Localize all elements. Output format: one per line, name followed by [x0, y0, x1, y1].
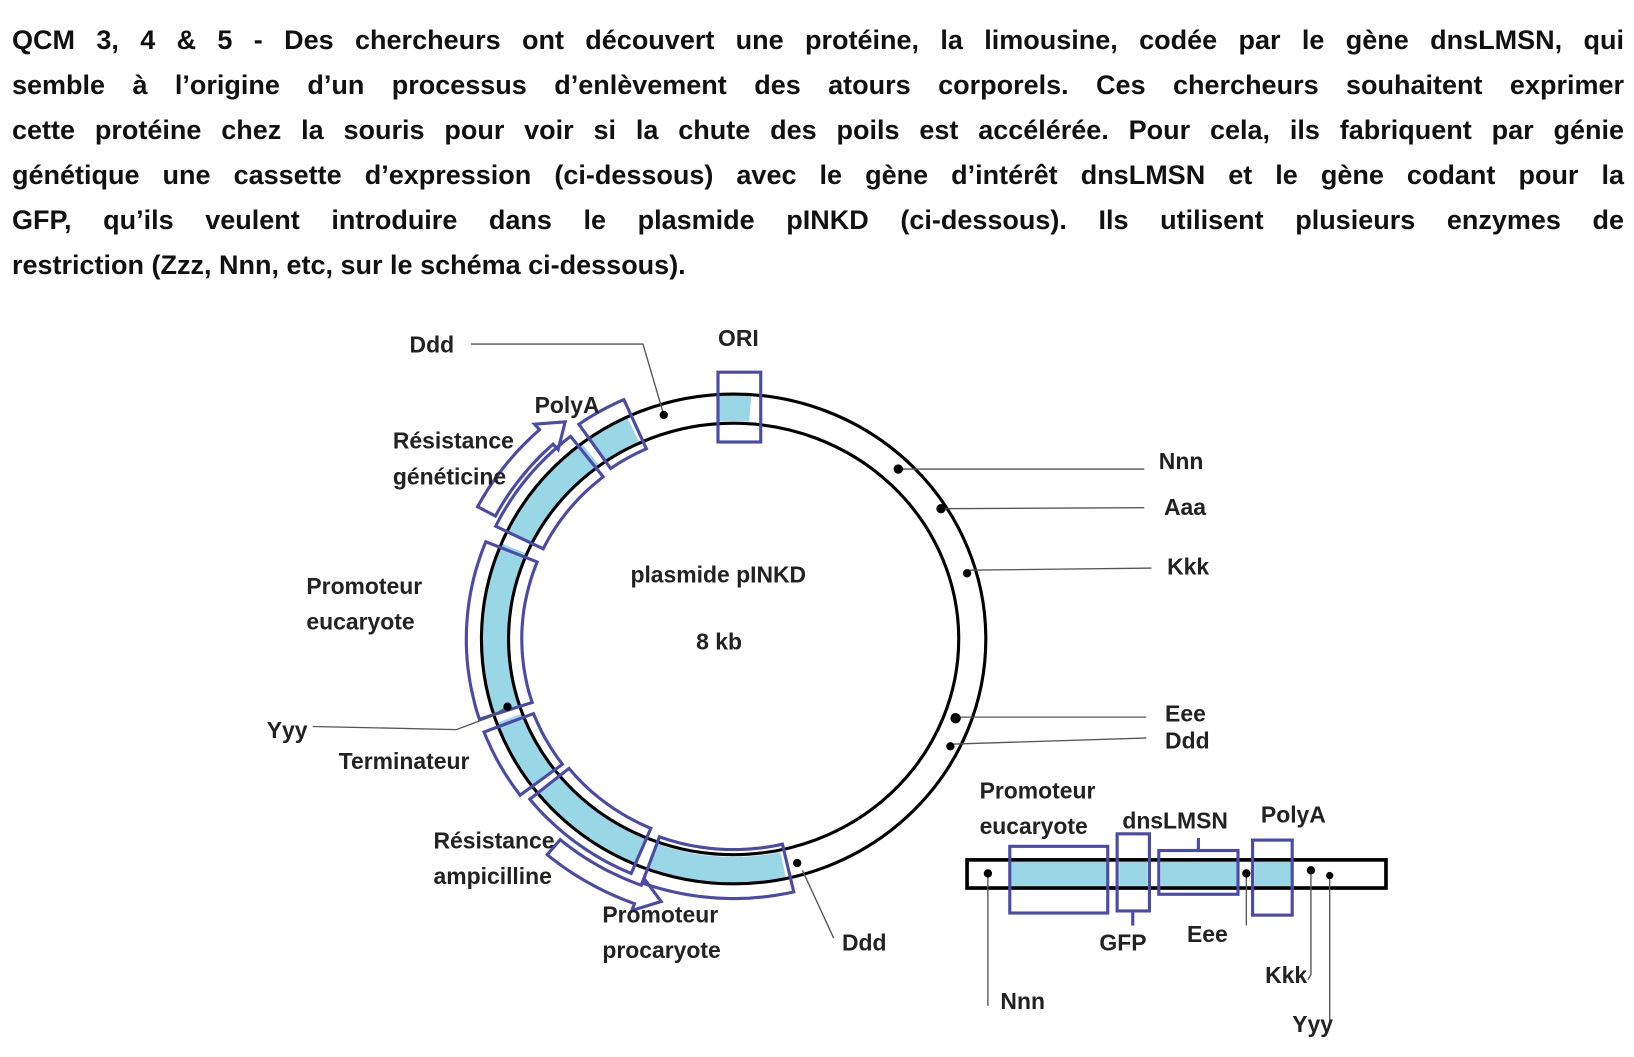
site-nnn-dot	[893, 464, 903, 474]
question-line: semble à l’origine d’un processus d’enlè…	[12, 70, 1624, 100]
question-line: GFP, qu’ils veulent introduire dans le p…	[12, 205, 1624, 235]
site-kkk-dot	[962, 569, 972, 578]
question-line: QCM 3, 4 & 5 - Des chercheurs ont découv…	[12, 25, 1624, 55]
cassette-dnslmsn-label: dnsLMSN	[1122, 808, 1228, 834]
site-aaa-dot	[936, 504, 946, 514]
ori-segment	[716, 394, 752, 422]
site-yyy-dot	[503, 702, 512, 711]
cassette-polya-fill	[1254, 861, 1292, 886]
plasmid-segments	[481, 394, 787, 884]
cassette-site-nnn-dot	[983, 869, 993, 878]
site-ddd-bottom-label: Ddd	[842, 930, 887, 956]
question-text: QCM 3, 4 & 5 - Des chercheurs ont découv…	[12, 18, 1624, 288]
site-ddd-right-dot	[946, 742, 955, 751]
element-segment	[496, 713, 555, 787]
element-segment	[647, 843, 787, 884]
resistance-ampicilline-box	[527, 766, 653, 876]
promoteur-procaryote-label: procaryote	[602, 937, 720, 963]
promoteur-eucaryote-box	[464, 539, 540, 722]
cassette-promoteur-label: eucaryote	[980, 813, 1088, 839]
site-ddd-bottom-dot	[793, 858, 802, 868]
terminateur-box	[481, 711, 565, 798]
resistance-geneticine-label: généticine	[393, 464, 506, 490]
resistance-ampicilline-label: ampicilline	[434, 863, 552, 889]
site-ddd-right-label: Ddd	[1165, 727, 1210, 753]
expression-cassette: Promoteur eucaryote dnsLMSN PolyA GFP Ee…	[965, 777, 1388, 1037]
plasmid-element-boxes	[464, 397, 796, 913]
ori-box	[716, 370, 763, 444]
site-eee-dot	[950, 712, 961, 724]
cassette-promoteur-fill	[1010, 861, 1107, 886]
resistance-geneticine-box	[493, 434, 606, 551]
cassette-promoteur-label: Promoteur	[980, 777, 1096, 803]
cassette-gfp-fill	[1119, 861, 1148, 886]
element-segment	[537, 776, 646, 865]
geneticine-direction-arrow-icon	[475, 420, 568, 519]
terminateur-label: Terminateur	[339, 748, 470, 774]
site-ddd-top-label: Ddd	[410, 331, 455, 357]
promoteur-eucaryote-label: Promoteur	[306, 573, 422, 599]
cassette-gfp-label: GFP	[1099, 930, 1146, 956]
resistance-geneticine-label: Résistance	[393, 427, 514, 453]
promoteur-procaryote-label: Promoteur	[602, 901, 718, 927]
cassette-site-eee-dot	[1242, 869, 1251, 878]
cassette-site-eee-label: Eee	[1187, 921, 1228, 947]
cassette-dnslmsn-fill	[1160, 861, 1239, 886]
polya-box	[576, 397, 649, 471]
promoteur-procaryote-box	[640, 834, 796, 901]
cassette-site-kkk-label: Kkk	[1265, 962, 1307, 988]
plasmid-name: plasmide pINKD	[630, 562, 806, 588]
ampicilline-direction-arrow-icon	[544, 837, 664, 913]
plasmid-outer-circle	[479, 392, 988, 886]
cassette-polya-label: PolyA	[1261, 801, 1326, 827]
site-eee-label: Eee	[1165, 700, 1206, 726]
polya-label: PolyA	[535, 392, 600, 418]
cassette-promoteur-box	[1008, 844, 1110, 915]
element-segment	[506, 443, 599, 544]
cassette-polya-box	[1251, 838, 1294, 917]
site-nnn-label: Nnn	[1159, 448, 1204, 474]
plasmid-size: 8 kb	[696, 628, 742, 654]
resistance-ampicilline-label: Résistance	[434, 827, 555, 853]
plasmid-inner-circle	[506, 421, 961, 857]
element-segment	[588, 416, 639, 461]
cassette-site-nnn-label: Nnn	[1000, 988, 1045, 1014]
cassette-site-yyy-dot	[1326, 871, 1334, 880]
restriction-sites	[503, 410, 972, 868]
site-kkk-label: Kkk	[1167, 553, 1209, 579]
cassette-site-kkk-dot	[1306, 866, 1316, 875]
site-aaa-label: Aaa	[1164, 494, 1206, 520]
promoteur-eucaryote-label: eucaryote	[306, 609, 414, 635]
leader-lines	[312, 343, 1152, 939]
question-line: génétique une cassette d’expression (ci-…	[12, 160, 1624, 190]
ori-label: ORI	[718, 325, 759, 351]
site-ddd-top-dot	[659, 410, 668, 420]
question-line: cette protéine chez la souris pour voir …	[12, 115, 1624, 145]
question-line: restriction (Zzz, Nnn, etc, sur le schém…	[12, 250, 686, 280]
cassette-site-yyy-label: Yyy	[1292, 1011, 1333, 1037]
site-yyy-label: Yyy	[267, 717, 308, 743]
